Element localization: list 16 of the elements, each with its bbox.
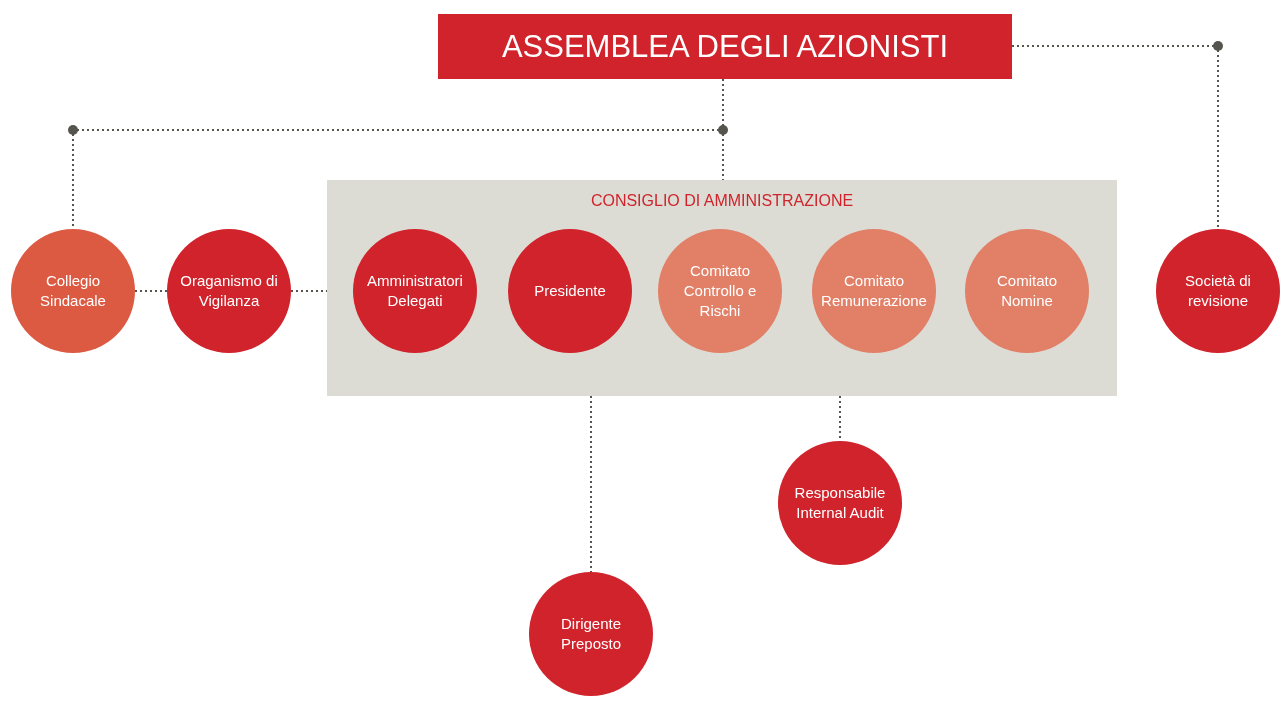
node-label: Collegio Sindacale <box>39 271 107 311</box>
node-label: Società di revisione <box>1184 271 1252 311</box>
node-label: Dirigente Preposto <box>559 614 622 654</box>
node-label: Responsabile Internal Audit <box>793 483 887 523</box>
title-box <box>438 14 1012 79</box>
node-label: Comitato Nomine <box>996 271 1058 311</box>
board-panel <box>327 180 1117 396</box>
connector-line <box>134 290 168 292</box>
node-label: Amministratori Delegati <box>366 271 464 311</box>
title-text: ASSEMBLEA DEGLI AZIONISTI <box>501 28 949 65</box>
node-label: Comitato Remunerazione <box>820 271 928 311</box>
connector-line <box>590 395 592 573</box>
panel-title: CONSIGLIO DI AMMINISTRAZIONE <box>590 192 854 210</box>
node-label: Oraganismo di Vigilanza <box>179 271 279 311</box>
node-label: Comitato Controllo e Rischi <box>682 261 758 321</box>
node-label: Presidente <box>534 281 606 301</box>
